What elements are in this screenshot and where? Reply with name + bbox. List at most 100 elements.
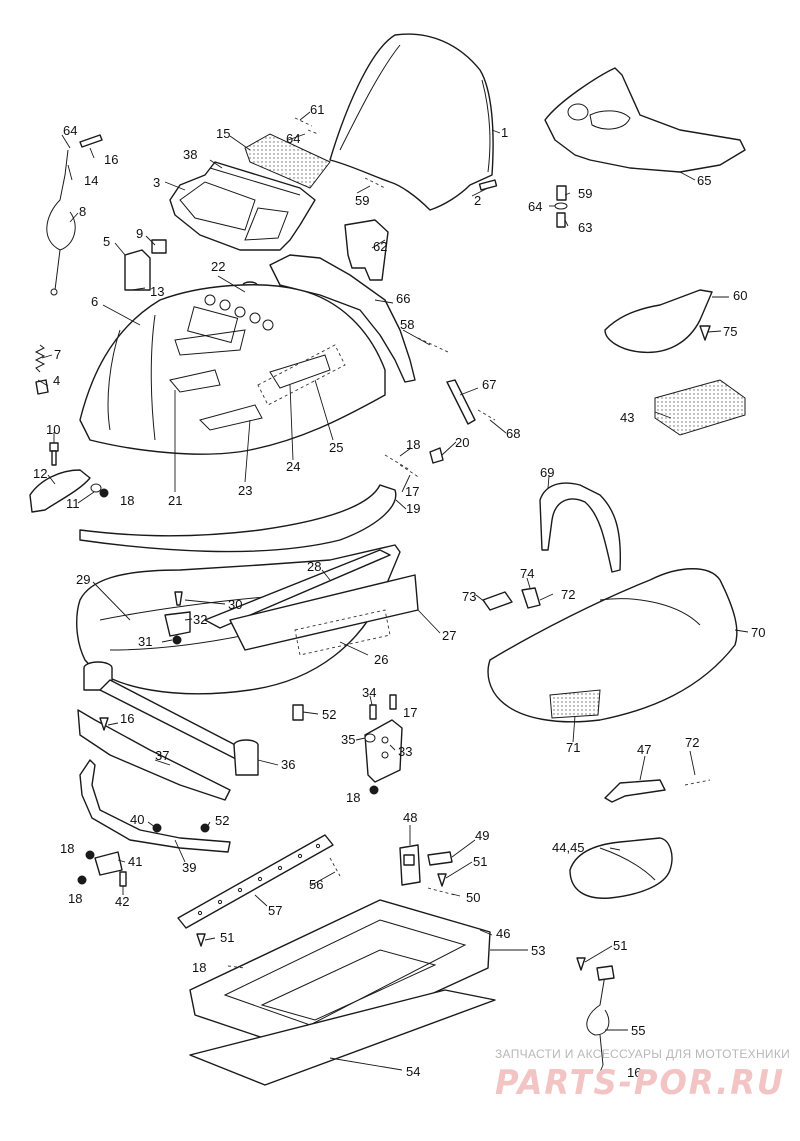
callout-74: 74 xyxy=(520,566,534,581)
callout-15: 15 xyxy=(216,126,230,141)
callout-18-f: 18 xyxy=(192,960,206,975)
nut-18d-part xyxy=(77,875,87,885)
callout-17-upper: 17 xyxy=(405,484,419,499)
seat-part xyxy=(487,568,738,723)
foam-strip-part xyxy=(244,133,331,189)
callout-25: 25 xyxy=(329,440,343,455)
callout-35: 35 xyxy=(341,732,355,747)
callout-64-c: 64 xyxy=(528,199,542,214)
callout-62: 62 xyxy=(373,239,387,254)
callout-59-a: 59 xyxy=(578,186,592,201)
callout-55: 55 xyxy=(631,1023,645,1038)
pad-part xyxy=(654,379,746,436)
lower-cover-part xyxy=(604,289,713,354)
strap-handle-part xyxy=(539,482,622,573)
callout-41: 41 xyxy=(128,854,142,869)
screw-18e-part xyxy=(227,965,246,969)
windshield-part xyxy=(329,33,494,211)
watermark: ЗАПЧАСТИ И АКСЕССУАРЫ ДЛЯ МОТОТЕХНИКИ PA… xyxy=(495,1047,790,1103)
spacer-52-part xyxy=(292,704,304,721)
callout-52-a: 52 xyxy=(322,707,336,722)
callout-9: 9 xyxy=(136,226,143,241)
seal-part xyxy=(79,484,397,553)
callout-72-b: 72 xyxy=(685,735,699,750)
callout-2: 2 xyxy=(474,193,481,208)
callout-57: 57 xyxy=(268,903,282,918)
callout-11: 11 xyxy=(66,496,80,511)
callout-48: 48 xyxy=(403,810,417,825)
callout-67: 67 xyxy=(482,377,496,392)
callout-59-b: 59 xyxy=(355,193,369,208)
bracket-41-part xyxy=(94,851,123,876)
mat-part xyxy=(189,989,496,1086)
nut-18-lower-part xyxy=(369,785,379,795)
small-bracket-part xyxy=(35,379,49,395)
screw-51a-part xyxy=(437,873,447,887)
callout-14: 14 xyxy=(84,173,98,188)
callout-36: 36 xyxy=(281,757,295,772)
hood-part xyxy=(79,284,386,455)
callout-17-lower: 17 xyxy=(403,705,417,720)
callout-46: 46 xyxy=(496,926,510,941)
callout-60: 60 xyxy=(733,288,747,303)
callout-52-b: 52 xyxy=(215,813,229,828)
clip-49-part xyxy=(427,851,453,866)
callout-22: 22 xyxy=(211,259,225,274)
bolt-10-part xyxy=(49,442,59,466)
perforated-strip-part xyxy=(177,834,334,929)
callout-31: 31 xyxy=(138,634,152,649)
callout-65: 65 xyxy=(697,173,711,188)
callout-13: 13 xyxy=(150,284,164,299)
callout-75: 75 xyxy=(723,324,737,339)
callout-39: 39 xyxy=(182,860,196,875)
cable-eye-part xyxy=(50,288,58,296)
callout-72-a: 72 xyxy=(561,587,575,602)
callout-44-45: 44,45 xyxy=(552,840,585,855)
washer-64-part xyxy=(307,129,319,135)
callout-labels: 1 2 3 4 5 6 7 8 9 10 11 12 13 14 15 16 1… xyxy=(33,102,765,1080)
bracket-part xyxy=(344,219,389,281)
callout-32: 32 xyxy=(193,612,207,627)
clip-20-part xyxy=(429,447,444,464)
callout-71: 71 xyxy=(566,740,580,755)
screw-51b-part xyxy=(196,933,206,947)
callout-51-a: 51 xyxy=(473,854,487,869)
callout-16-mid: 16 xyxy=(120,711,134,726)
screw-61-part xyxy=(294,117,313,127)
callout-12: 12 xyxy=(33,466,47,481)
bracket-bar-part xyxy=(77,709,231,801)
callout-16-top: 16 xyxy=(104,152,118,167)
lanyard-part xyxy=(586,974,610,1066)
watermark-brand: PARTS-POR.RU xyxy=(495,1063,785,1103)
callout-56: 56 xyxy=(309,877,323,892)
nut-18c-part xyxy=(85,850,95,860)
clip-9-part xyxy=(151,239,167,254)
callout-34: 34 xyxy=(362,685,376,700)
callout-3: 3 xyxy=(153,175,160,190)
screw-17-lower-part xyxy=(389,694,397,710)
nut-18-part xyxy=(99,488,109,498)
callout-53: 53 xyxy=(531,943,545,958)
tube-frame-part xyxy=(83,661,259,776)
screw-42-part xyxy=(119,871,127,887)
lanyard-tab-part xyxy=(596,965,615,981)
callout-23: 23 xyxy=(238,483,252,498)
screw-16b-part xyxy=(99,717,109,731)
bracket-47-part xyxy=(604,779,666,803)
clip-part xyxy=(478,179,498,191)
callout-42: 42 xyxy=(115,894,129,909)
callout-18-b: 18 xyxy=(120,493,134,508)
screw-68-part xyxy=(477,409,496,421)
screw-51c-part xyxy=(576,957,586,971)
callout-4: 4 xyxy=(53,373,60,388)
nut-31-part xyxy=(172,635,182,645)
strap-part xyxy=(29,469,91,513)
screw-56-part xyxy=(329,857,341,877)
callout-47: 47 xyxy=(637,742,651,757)
screw-18-part xyxy=(384,454,411,471)
nut-52b-part xyxy=(200,823,210,833)
side-panel-part xyxy=(269,254,416,383)
callout-27: 27 xyxy=(442,628,456,643)
rail-part xyxy=(204,549,391,629)
